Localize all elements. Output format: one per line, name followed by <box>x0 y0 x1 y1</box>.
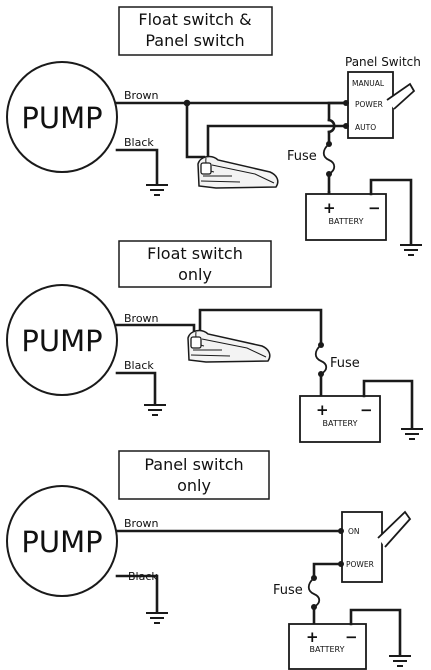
section-1-negative-wire <box>369 178 413 246</box>
section-1-power-wire <box>327 101 348 122</box>
section-2-fuse-symbol <box>314 344 328 375</box>
section-2-float-output-wire <box>198 308 323 347</box>
section-panel-only: Panel switch only PUMP Brown Black ON PO… <box>6 450 412 670</box>
section-2-title-box <box>118 240 272 288</box>
section-3-battery-ground <box>389 655 411 667</box>
section-3-title-box <box>118 450 270 500</box>
section-3-terminal-on: ON <box>348 527 360 536</box>
section-2-battery-minus: − <box>360 401 373 419</box>
section-1-terminal-auto: AUTO <box>355 123 376 132</box>
section-2-black-wire <box>115 371 157 406</box>
section-1-pump-label: PUMP <box>21 101 102 135</box>
section-1-pump <box>6 61 118 173</box>
section-3-battery <box>288 623 367 670</box>
section-2-brown-wire <box>115 323 196 338</box>
section-float-only: Float switch only PUMP Brown Black <box>6 240 423 443</box>
section-3-battery-minus: − <box>345 628 358 646</box>
section-3-battery-plus: + <box>306 628 319 646</box>
section-float-and-panel: Float switch & Panel switch PUMP Brown B… <box>6 6 422 256</box>
section-1-title-line-2: Panel switch <box>145 31 244 50</box>
section-2-negative-wire <box>362 379 414 430</box>
section-2-battery <box>299 395 381 443</box>
section-1-wire-crossover <box>327 118 336 134</box>
section-3-terminal-power: POWER <box>346 560 374 569</box>
section-3-battery-label: BATTERY <box>310 645 345 654</box>
section-2-fuse-label: Fuse <box>330 356 360 371</box>
section-1-fuse-label: Fuse <box>287 149 317 164</box>
section-1-terminal-power: POWER <box>355 100 383 109</box>
section-3-title-line-1: Panel switch <box>144 455 243 474</box>
section-1-battery-ground <box>400 244 422 256</box>
section-3-fuse-symbol <box>307 577 321 608</box>
section-2-pump-label: PUMP <box>21 324 102 358</box>
section-3-power-wire <box>312 562 343 580</box>
section-1-title-line-1: Float switch & <box>138 10 251 29</box>
section-3-ground-symbol <box>146 612 168 624</box>
section-1-float-feed-wire <box>185 101 206 159</box>
section-1-battery-plus: + <box>323 199 336 217</box>
section-2-brown-label: Brown <box>124 312 159 325</box>
section-2-title-line-1: Float switch <box>147 244 243 263</box>
section-2-ground-symbol <box>144 404 166 416</box>
section-3-pump <box>6 485 118 597</box>
section-3-fuse-label: Fuse <box>273 583 303 598</box>
section-2-battery-ground <box>401 428 423 440</box>
section-1-ground-symbol <box>146 184 168 196</box>
section-2-battery-label: BATTERY <box>323 419 358 428</box>
section-3-brown-label: Brown <box>124 517 159 530</box>
section-2-black-label: Black <box>124 359 154 372</box>
section-1-black-label: Black <box>124 136 154 149</box>
section-1-switch-toggle <box>386 82 416 110</box>
section-1-battery <box>305 193 387 241</box>
section-1-float-switch <box>197 155 279 189</box>
section-2-battery-plus: + <box>316 401 329 419</box>
section-1-title-box <box>118 6 273 56</box>
section-2-title-line-2: only <box>178 265 212 284</box>
section-2-pump <box>6 284 118 396</box>
section-1-panel-switch-label: Panel Switch <box>345 55 421 69</box>
section-2-float-switch <box>187 329 271 363</box>
section-1-black-wire <box>115 148 159 186</box>
section-3-panel-switch <box>341 511 383 583</box>
section-3-black-label: Black <box>128 570 158 583</box>
section-3-negative-wire <box>349 608 402 657</box>
section-3-switch-toggle <box>377 510 412 548</box>
section-1-battery-minus: − <box>368 199 381 217</box>
section-1-terminal-manual: MANUAL <box>352 79 385 88</box>
section-1-brown-label: Brown <box>124 89 159 102</box>
section-1-battery-label: BATTERY <box>329 217 364 226</box>
section-3-pump-label: PUMP <box>21 525 102 559</box>
section-3-title-line-2: only <box>177 476 211 495</box>
section-1-fuse-symbol <box>322 143 336 175</box>
section-1-auto-wire <box>206 124 348 160</box>
section-3-black-wire <box>115 574 159 614</box>
